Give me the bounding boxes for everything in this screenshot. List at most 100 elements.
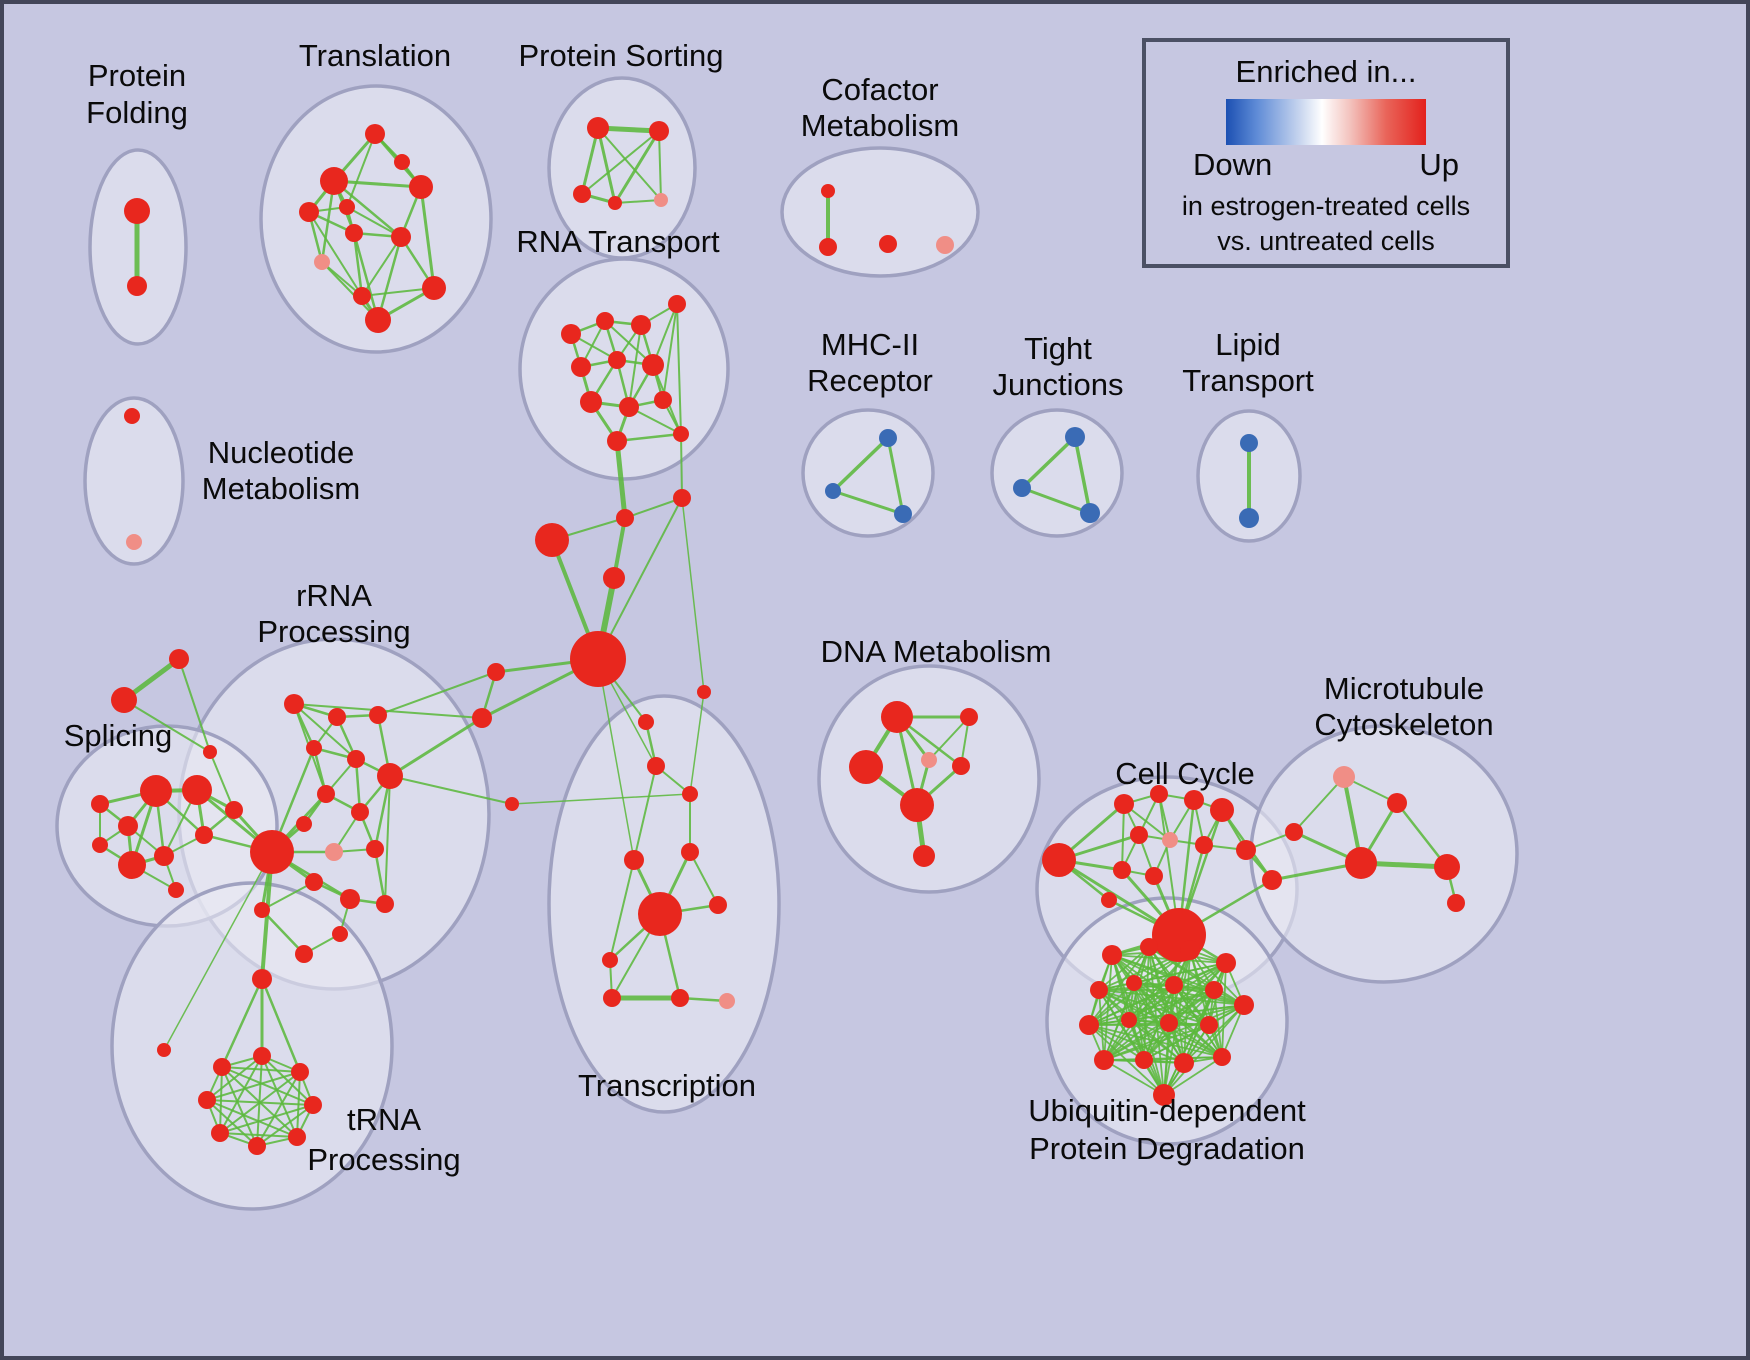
network-edge	[361, 236, 402, 297]
cluster-ellipse-microtubule-cytoskeleton	[1249, 724, 1519, 984]
network-node-b2	[616, 509, 634, 527]
network-node-tj2	[1013, 479, 1031, 497]
network-node-u16	[1174, 1053, 1194, 1073]
network-node-t10	[365, 307, 391, 333]
cluster-label-cofactor-metabolism: Cofactor	[821, 72, 938, 107]
cluster-label-microtubule-cytoskeleton: Microtubule	[1324, 671, 1484, 706]
network-edge	[614, 438, 628, 521]
network-node-t9	[422, 276, 446, 300]
network-node-r5	[571, 357, 591, 377]
network-node-tj1	[1065, 427, 1085, 447]
network-node-sp1	[169, 649, 189, 669]
network-edge	[1098, 946, 1150, 991]
network-edge	[220, 977, 264, 1069]
cluster-label-lipid-transport: Lipid	[1215, 327, 1281, 362]
network-node-d2	[960, 708, 978, 726]
network-edge	[1128, 989, 1215, 1021]
network-node-t11	[339, 199, 355, 215]
network-edge	[609, 859, 635, 961]
network-node-rr2	[328, 708, 346, 726]
network-node-u9	[1234, 995, 1254, 1015]
network-edge	[389, 775, 513, 805]
network-node-x10	[603, 989, 621, 1007]
network-node-m2	[825, 483, 841, 499]
network-edge	[1133, 962, 1227, 984]
network-edge	[831, 489, 905, 516]
network-edge	[1103, 1004, 1245, 1061]
network-node-m3	[894, 505, 912, 523]
network-edge	[256, 1104, 314, 1147]
network-edge	[1088, 1024, 1185, 1064]
network-node-c1	[487, 663, 505, 681]
network-edge	[662, 303, 678, 401]
network-node-c3	[505, 797, 519, 811]
network-node-sp2	[111, 687, 137, 713]
network-node-rr11	[366, 840, 384, 858]
network-node-rr6	[377, 763, 403, 789]
network-node-ps2	[649, 121, 669, 141]
network-node-rr15	[332, 926, 348, 942]
network-edge	[1173, 984, 1223, 1058]
network-node-mc4	[1345, 847, 1377, 879]
network-node-rr8	[351, 803, 369, 821]
network-edge	[376, 235, 403, 322]
cluster-label-lipid-transport: Transport	[1182, 363, 1314, 398]
network-edge	[1103, 984, 1175, 1061]
network-node-t2	[299, 202, 319, 222]
network-edge	[633, 765, 657, 861]
network-node-m1	[879, 429, 897, 447]
network-node-cc1	[1042, 843, 1076, 877]
network-node-s4	[91, 795, 109, 813]
cluster-label-rna-transport: RNA Transport	[516, 224, 720, 259]
network-node-cc13	[1101, 892, 1117, 908]
network-edge	[1103, 1022, 1170, 1061]
network-node-r6	[608, 351, 626, 369]
network-node-rrhub	[250, 830, 294, 874]
network-node-x4	[682, 786, 698, 802]
cluster-ellipse-nucleotide-metabolism	[83, 396, 185, 566]
network-node-x6	[624, 850, 644, 870]
network-node-x9	[602, 952, 618, 968]
cluster-label-dna-metabolism: DNA Metabolism	[821, 634, 1052, 669]
network-node-s10	[92, 837, 108, 853]
network-edge	[614, 199, 662, 204]
network-node-cc2	[1114, 794, 1134, 814]
network-node-u12	[1160, 1014, 1178, 1032]
network-node-r2	[596, 312, 614, 330]
network-node-s1	[140, 775, 172, 807]
network-node-rr14	[376, 895, 394, 913]
cluster-label-protein-folding: Folding	[86, 95, 188, 130]
network-node-ps5	[654, 193, 668, 207]
network-edge	[163, 851, 273, 1051]
network-edge	[615, 432, 683, 443]
cluster-label-cell-cycle: Cell Cycle	[1115, 756, 1255, 791]
network-node-rr5	[347, 750, 365, 768]
network-node-h4	[304, 1096, 322, 1114]
legend-title: Enriched in...	[1235, 54, 1417, 89]
network-node-h1	[213, 1058, 231, 1076]
network-edge	[681, 497, 705, 693]
network-edge	[261, 881, 315, 911]
network-node-r8	[580, 391, 602, 413]
network-edge	[361, 287, 435, 297]
network-node-ps1	[587, 117, 609, 139]
network-edge	[219, 1055, 263, 1134]
network-edge	[373, 847, 387, 906]
network-node-b3	[535, 523, 569, 557]
network-node-hub	[570, 631, 626, 687]
network-edge	[219, 1104, 314, 1134]
network-edge	[352, 231, 380, 322]
network-node-b4	[603, 567, 625, 589]
network-node-cc7	[1162, 832, 1178, 848]
network-node-cm2	[819, 238, 837, 256]
network-node-mc2	[1387, 793, 1407, 813]
network-node-c2	[472, 708, 492, 728]
network-node-d5	[952, 757, 970, 775]
network-node-rr4	[306, 740, 322, 756]
network-edge	[260, 908, 306, 956]
cluster-label-tight-junctions: Junctions	[993, 367, 1124, 402]
network-node-rr10	[325, 843, 343, 861]
network-edge	[206, 1055, 263, 1101]
network-edge	[1163, 1056, 1223, 1096]
